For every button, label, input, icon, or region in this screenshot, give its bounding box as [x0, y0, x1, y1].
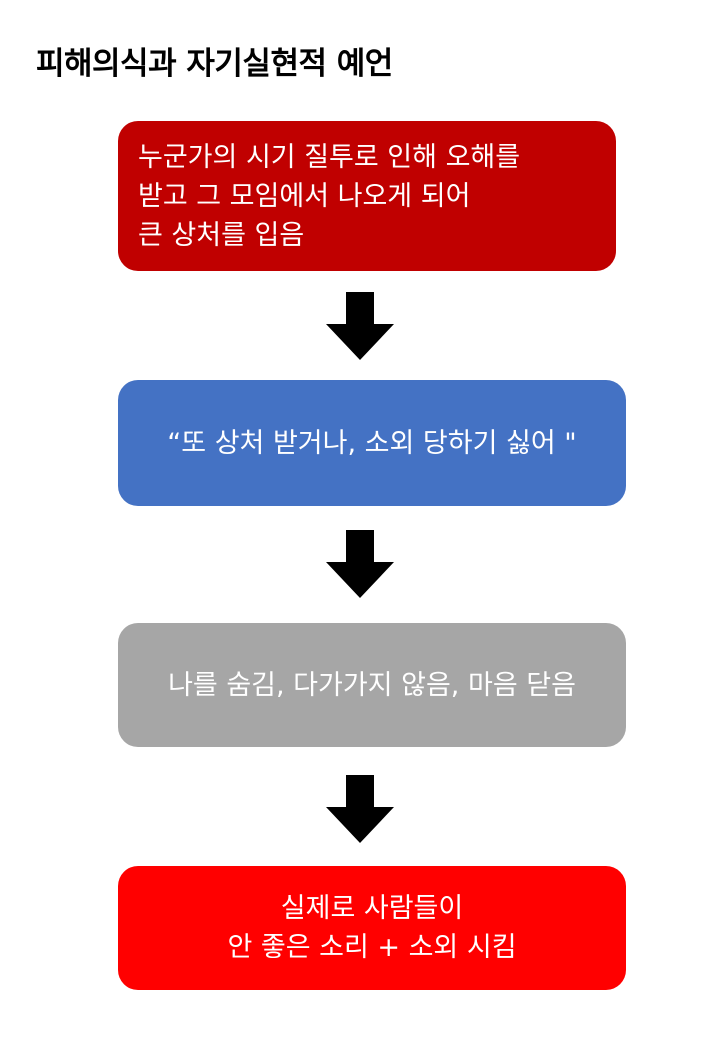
step-1-line-1: 누군가의 시기 질투로 인해 오해를	[138, 141, 521, 173]
step-box-1: 누군가의 시기 질투로 인해 오해를 받고 그 모임에서 나오게 되어 큰 상처…	[118, 121, 616, 271]
step-3-line-1: 나를 숨김, 다가가지 않음, 마음 닫음	[168, 669, 576, 701]
step-4-line-2: 안 좋은 소리 + 소외 시킴	[227, 932, 517, 963]
step-1-line-2: 받고 그 모임에서 나오게 되어	[138, 180, 471, 212]
step-4-line-1: 실제로 사람들이	[280, 893, 464, 924]
down-arrow-icon	[326, 775, 394, 843]
step-box-2: “또 상처 받거나, 소외 당하기 싫어 "	[118, 380, 626, 506]
step-box-3: 나를 숨김, 다가가지 않음, 마음 닫음	[118, 623, 626, 747]
down-arrow-icon	[326, 292, 394, 360]
down-arrow-icon	[326, 530, 394, 598]
step-2-line-1: “또 상처 받거나, 소외 당하기 싫어 "	[167, 427, 577, 459]
step-1-line-3: 큰 상처를 입음	[138, 219, 305, 251]
step-box-4: 실제로 사람들이 안 좋은 소리 + 소외 시킴	[118, 866, 626, 990]
diagram-title: 피해의식과 자기실현적 예언	[36, 46, 393, 82]
